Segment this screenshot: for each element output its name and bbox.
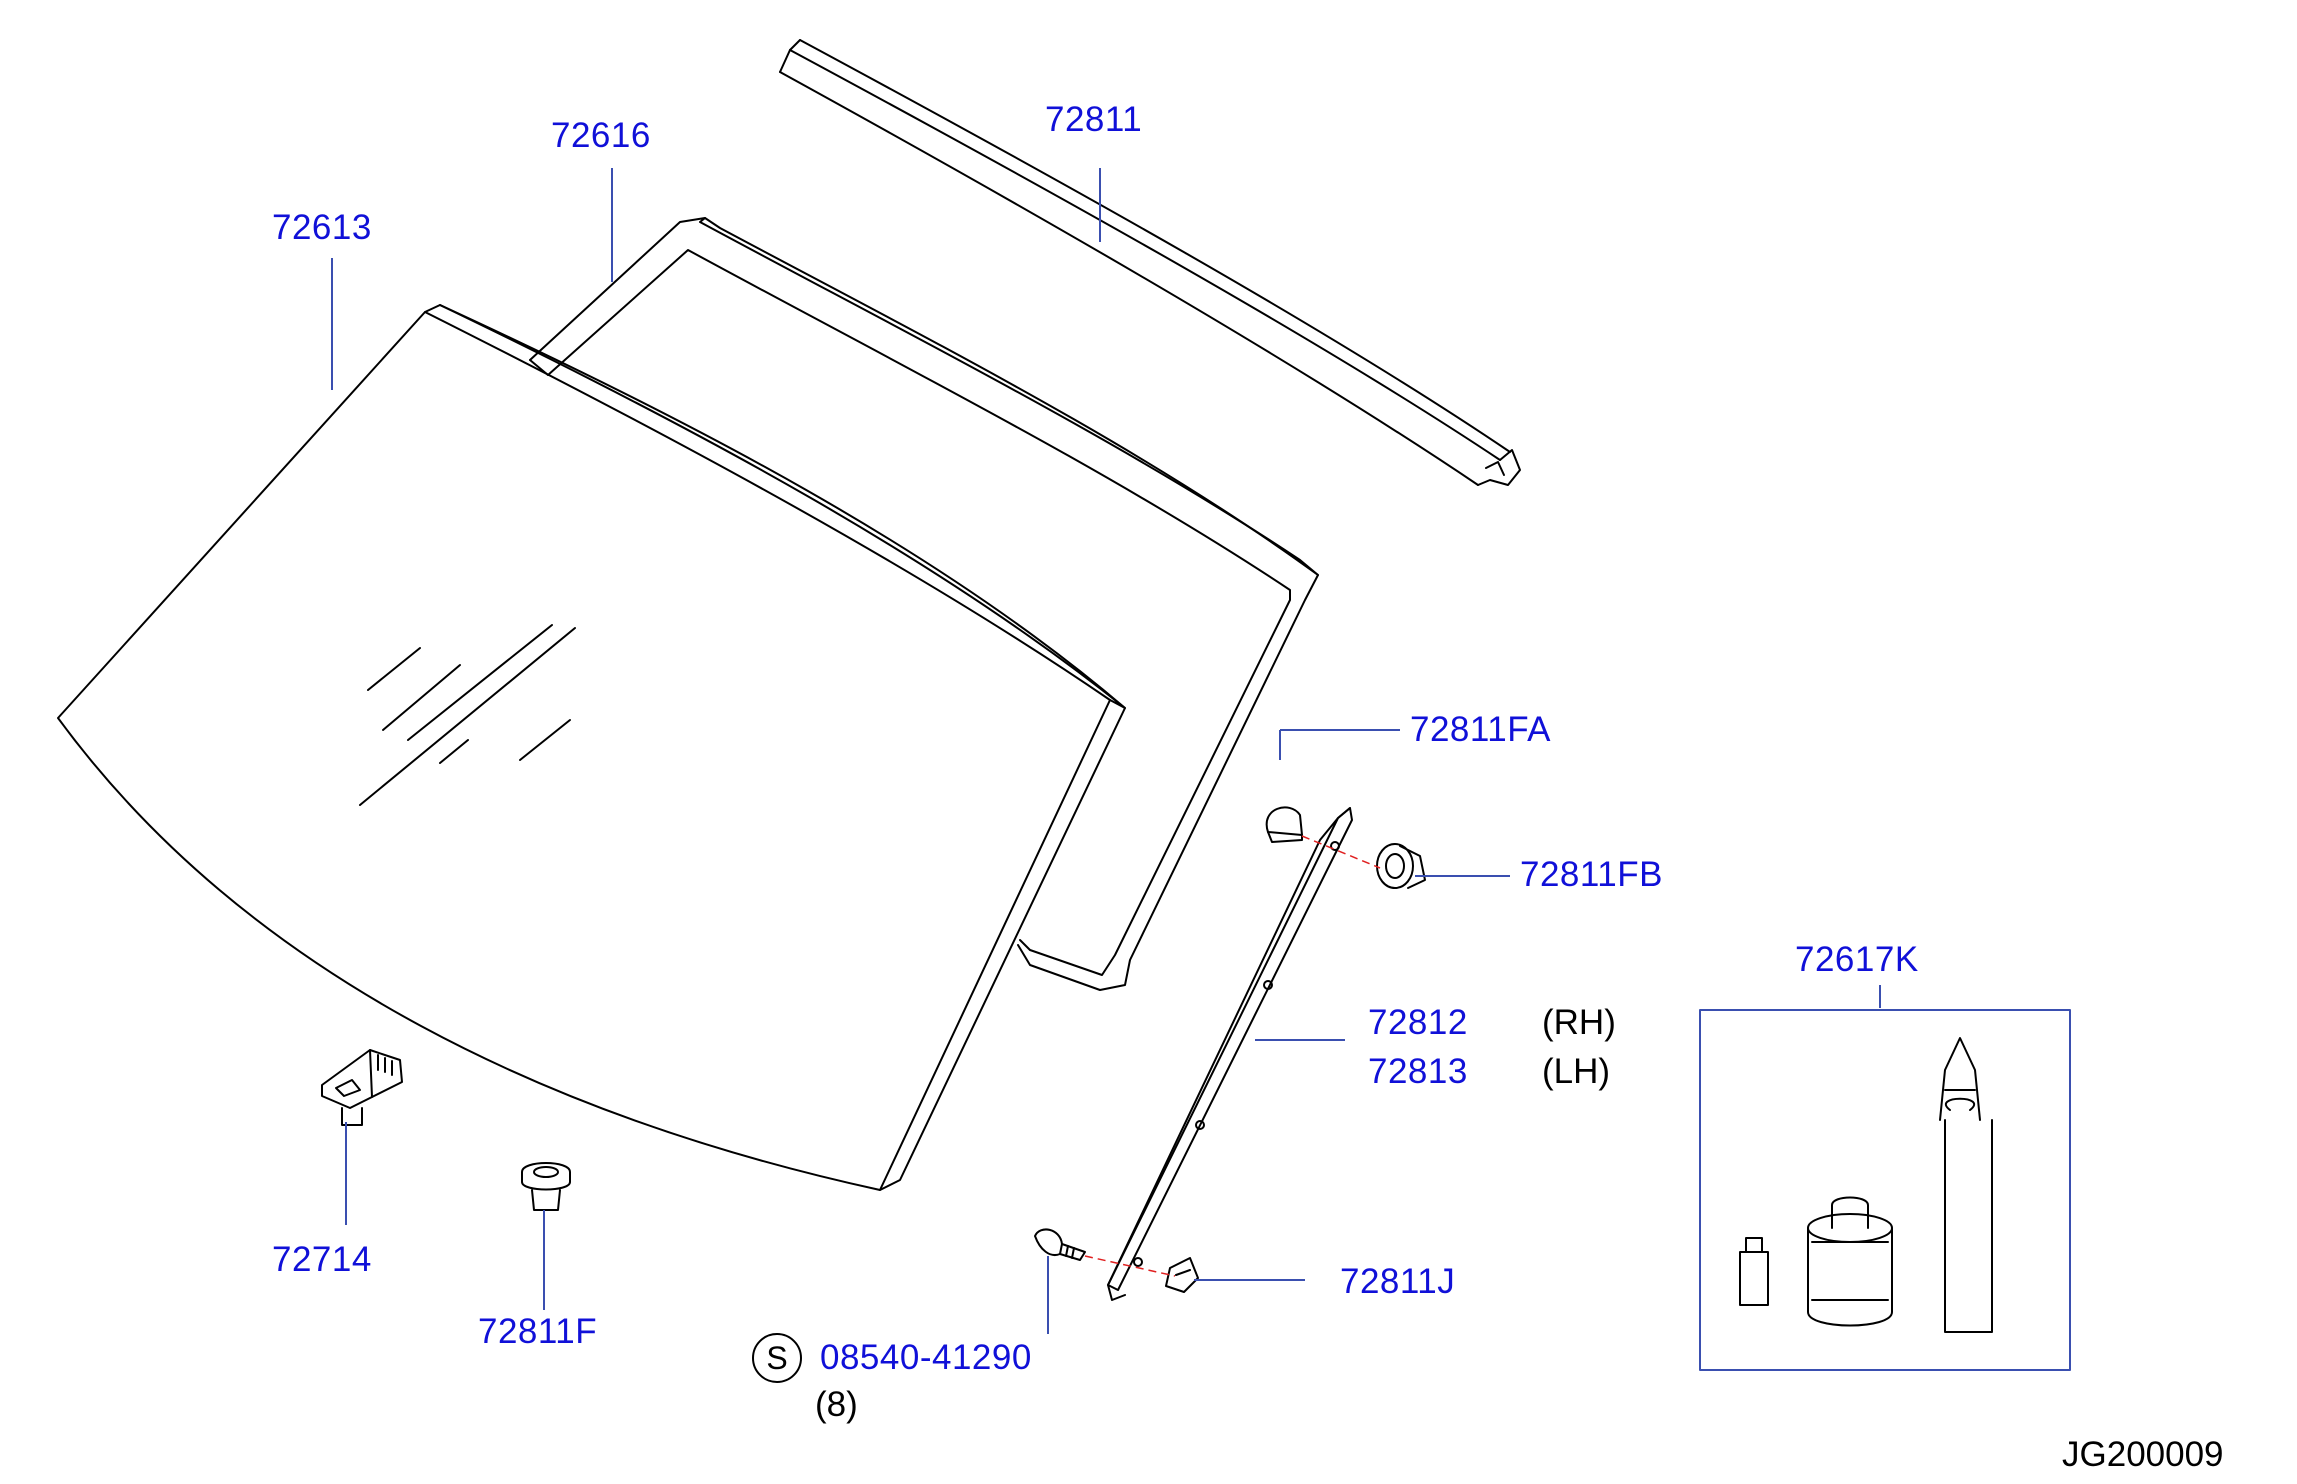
- label-72811FA[interactable]: 72811FA: [1410, 710, 1552, 749]
- screw-08540-41290: [1034, 1228, 1086, 1261]
- clip-72811J: [1165, 1257, 1199, 1293]
- label-screw-08540-41290[interactable]: 08540-41290: [820, 1338, 1032, 1377]
- centerlines: [1084, 835, 1381, 1277]
- label-72812[interactable]: 72812: [1368, 1003, 1468, 1042]
- standard-part-symbol: S: [752, 1333, 802, 1383]
- label-72811F[interactable]: 72811F: [478, 1312, 598, 1351]
- windshield-glass-72613: [57, 304, 1126, 1191]
- label-72812-side: (RH): [1542, 1003, 1616, 1042]
- label-72813-side: (LH): [1542, 1052, 1611, 1091]
- dam-rubber-frame-72616: [529, 217, 1319, 991]
- label-72617K[interactable]: 72617K: [1795, 940, 1919, 979]
- screw-quantity: (8): [815, 1385, 858, 1424]
- side-molding-72812-72813: [1107, 807, 1353, 1301]
- label-72613[interactable]: 72613: [272, 208, 372, 247]
- leader-lines: [331, 168, 1881, 1334]
- label-72811[interactable]: 72811: [1045, 100, 1143, 139]
- bracket-72714: [321, 1049, 403, 1126]
- kit-box: [1699, 1009, 2071, 1371]
- grommet-72811FB: [1376, 843, 1426, 889]
- label-72616[interactable]: 72616: [551, 116, 651, 155]
- label-72813[interactable]: 72813: [1368, 1052, 1468, 1091]
- top-molding-72811: [779, 39, 1521, 486]
- label-72811J[interactable]: 72811J: [1340, 1262, 1456, 1301]
- kit-72617K-contents: [1699, 1009, 2071, 1371]
- clip-72811F: [521, 1162, 571, 1211]
- clip-72811FA: [1265, 806, 1303, 843]
- label-72714[interactable]: 72714: [272, 1240, 372, 1279]
- diagram-code: JG200009: [2062, 1435, 2224, 1474]
- label-72811FB[interactable]: 72811FB: [1520, 855, 1663, 894]
